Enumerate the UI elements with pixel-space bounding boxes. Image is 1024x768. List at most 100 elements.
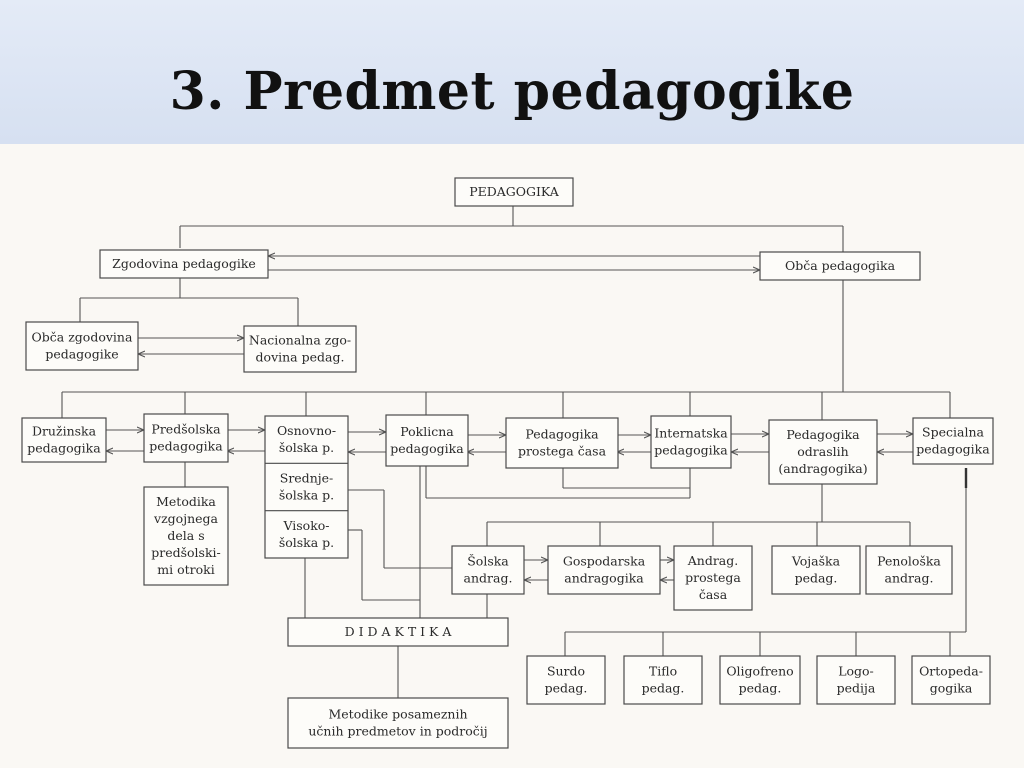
node-surdo: Surdo pedag. bbox=[526, 655, 606, 705]
node-box bbox=[21, 417, 107, 463]
node-label-didaktika: D I D A K T I K A bbox=[345, 624, 453, 639]
node-label-druzinska: Družinska bbox=[32, 424, 97, 439]
node-didaktika: D I D A K T I K A bbox=[287, 617, 509, 647]
node-specialna: Specialna pedagogika bbox=[912, 417, 994, 465]
node-label-osnovno: Osnovno- bbox=[277, 423, 336, 438]
node-box bbox=[865, 545, 953, 595]
node-box bbox=[385, 414, 469, 467]
node-box bbox=[911, 655, 991, 705]
node-box bbox=[759, 251, 921, 281]
node-label-tiflo: pedag. bbox=[642, 681, 685, 696]
node-tiflo: Tiflo pedag. bbox=[623, 655, 703, 705]
node-box bbox=[816, 655, 896, 705]
node-label-specialna: Specialna bbox=[922, 425, 984, 440]
node-box bbox=[243, 325, 357, 373]
node-box bbox=[768, 419, 878, 485]
node-box bbox=[505, 417, 619, 469]
node-label-ortopeda: Ortopeda- bbox=[919, 664, 983, 679]
node-andrag-prosti: Andrag. prostega časa bbox=[673, 545, 753, 611]
node-label-surdo: Surdo bbox=[547, 664, 585, 679]
node-ortopeda: Ortopeda-gogika bbox=[911, 655, 991, 705]
node-label-predsolska: Predšolska bbox=[151, 422, 221, 437]
node-label-metodika: Metodika bbox=[156, 494, 216, 509]
node-label-prosti: prostega časa bbox=[518, 444, 607, 459]
node-pedagogika: PEDAGOGIKA bbox=[454, 177, 574, 207]
node-label-visoko: šolska p. bbox=[279, 535, 334, 550]
node-label-logo: Logo- bbox=[838, 664, 874, 679]
node-gospodarska: Gospodarska andragogika bbox=[547, 545, 661, 595]
node-label-poklicna: pedagogika bbox=[390, 441, 464, 456]
node-penoloska: Penološka andrag. bbox=[865, 545, 953, 595]
node-logo: Logo-pedija bbox=[816, 655, 896, 705]
node-label-srednje: Srednje- bbox=[280, 471, 334, 486]
node-box bbox=[673, 545, 753, 611]
node-label-odraslih: odraslih bbox=[797, 444, 848, 459]
node-box bbox=[719, 655, 801, 705]
node-label-predsolska: pedagogika bbox=[149, 439, 223, 454]
diagram-connectors bbox=[61, 206, 968, 698]
node-box bbox=[143, 486, 229, 586]
node-label-metodike: Metodike posameznih bbox=[328, 707, 467, 722]
node-label-visoko: Visoko- bbox=[282, 518, 329, 533]
node-nacionalna: Nacionalna zgo-dovina pedag. bbox=[243, 325, 357, 373]
node-box bbox=[287, 617, 509, 647]
node-obca: Obča pedagogika bbox=[759, 251, 921, 281]
node-label-internatska: pedagogika bbox=[654, 443, 728, 458]
node-zgodovina: Zgodovina pedagogike bbox=[99, 249, 269, 279]
node-label-andrag-prosti: časa bbox=[699, 587, 728, 602]
node-osnovno: Osnovno-šolska p. Srednje-šolska p. Visoko… bbox=[264, 415, 349, 559]
title-band: 3. Predmet pedagogike bbox=[0, 0, 1024, 144]
node-label-nacionalna: dovina pedag. bbox=[256, 350, 345, 365]
node-label-andrag-prosti: Andrag. bbox=[687, 553, 738, 568]
node-label-surdo: pedag. bbox=[545, 681, 588, 696]
node-label-penoloska: andrag. bbox=[885, 571, 934, 586]
node-label-tiflo: Tiflo bbox=[649, 664, 677, 679]
node-box bbox=[547, 545, 661, 595]
node-label-metodika: vzgojnega bbox=[153, 511, 219, 526]
node-box bbox=[526, 655, 606, 705]
node-label-solska-andr: andrag. bbox=[464, 571, 513, 586]
node-box bbox=[264, 415, 349, 559]
node-label-internatska: Internatska bbox=[654, 426, 728, 441]
node-label-penoloska: Penološka bbox=[877, 554, 941, 569]
node-label-metodika: mi otroki bbox=[157, 562, 214, 577]
node-label-ortopeda: gogika bbox=[930, 681, 973, 696]
node-label-oligofreno: Oligofreno bbox=[726, 664, 793, 679]
node-box bbox=[650, 415, 732, 469]
node-label-obca-zgod: pedagogike bbox=[45, 347, 118, 362]
node-box bbox=[143, 413, 229, 463]
node-label-andrag-prosti: prostega bbox=[685, 570, 741, 585]
node-box bbox=[912, 417, 994, 465]
node-label-odraslih: (andragogika) bbox=[778, 461, 867, 476]
node-label-vojaska: pedag. bbox=[795, 571, 838, 586]
node-label-gospodarska: andragogika bbox=[564, 571, 644, 586]
node-label-gospodarska: Gospodarska bbox=[563, 554, 646, 569]
node-label-specialna: pedagogika bbox=[916, 442, 990, 457]
node-box bbox=[99, 249, 269, 279]
node-label-zgodovina: Zgodovina pedagogike bbox=[112, 256, 256, 271]
node-internatska: Internatska pedagogika bbox=[650, 415, 732, 469]
node-label-srednje: šolska p. bbox=[279, 488, 334, 503]
node-label-vojaska: Vojaška bbox=[791, 554, 841, 569]
node-box bbox=[287, 697, 509, 749]
node-label-prosti: Pedagogika bbox=[525, 427, 599, 442]
node-prosti: Pedagogika prostega časa bbox=[505, 417, 619, 469]
node-label-logo: pedija bbox=[837, 681, 876, 696]
node-label-osnovno: šolska p. bbox=[279, 440, 334, 455]
node-box bbox=[771, 545, 861, 595]
node-label-nacionalna: Nacionalna zgo- bbox=[249, 333, 351, 348]
node-label-obca: Obča pedagogika bbox=[785, 258, 896, 273]
node-vojaska: Vojaška pedag. bbox=[771, 545, 861, 595]
node-box bbox=[25, 321, 139, 371]
node-box bbox=[451, 545, 525, 595]
node-predsolska: Predšolska pedagogika bbox=[143, 413, 229, 463]
